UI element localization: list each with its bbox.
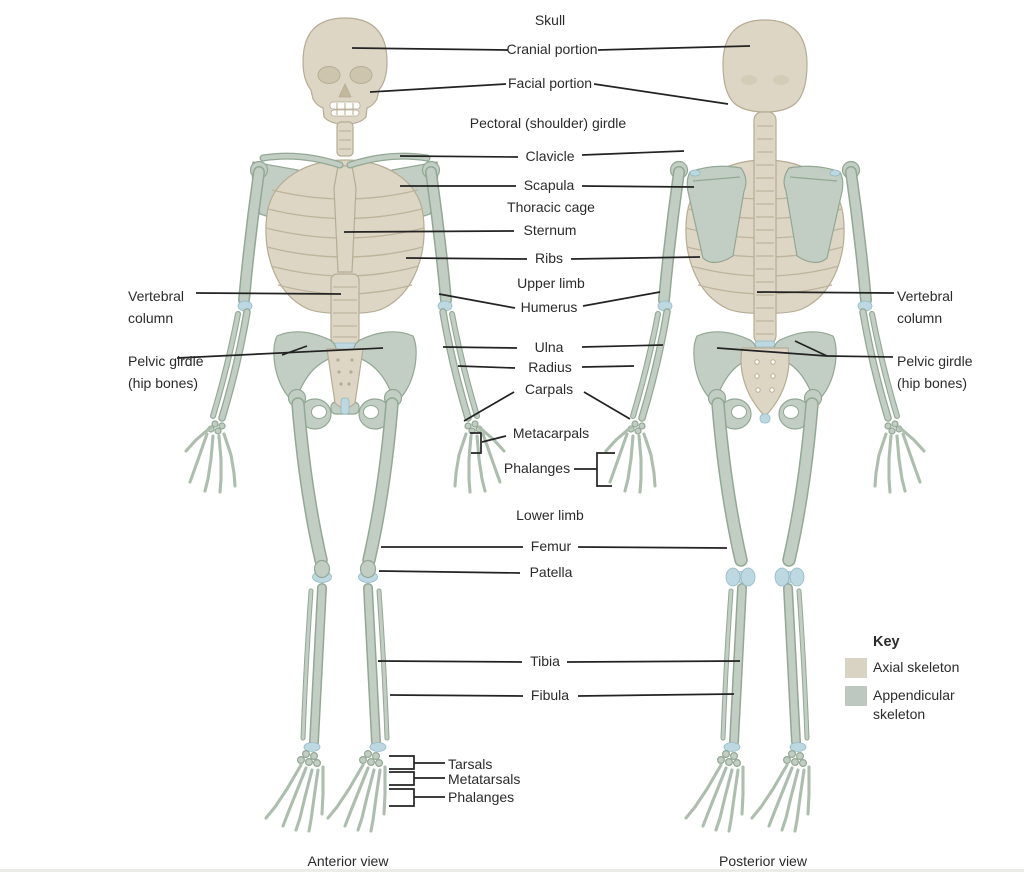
leader-lines bbox=[176, 45, 895, 807]
label-patella: Patella bbox=[529, 564, 573, 580]
label-carpals: Carpals bbox=[524, 381, 574, 397]
label-pelvic-girdle-right: Pelvic girdle (hip bones) bbox=[897, 353, 973, 391]
label-facial-portion: Facial portion bbox=[507, 75, 593, 91]
label-metacarpals: Metacarpals bbox=[512, 425, 590, 441]
anterior-skeleton bbox=[184, 17, 504, 833]
label-metatarsals: Metatarsals bbox=[448, 771, 521, 787]
caption-posterior-view: Posterior view bbox=[719, 853, 807, 869]
legend-item-axial: Axial skeleton bbox=[845, 658, 995, 678]
appendicular-color-swatch bbox=[845, 686, 867, 706]
label-tarsals: Tarsals bbox=[448, 756, 493, 772]
heading-pectoral-girdle: Pectoral (shoulder) girdle bbox=[469, 115, 627, 131]
label-ulna: Ulna bbox=[534, 339, 564, 355]
label-vertebral-column-right: Vertebral column bbox=[897, 288, 954, 326]
label-phalanges-hand: Phalanges bbox=[503, 460, 571, 476]
posterior-skeleton bbox=[606, 19, 924, 833]
legend-item-appendicular: Appendicular skeleton bbox=[845, 686, 995, 724]
heading-lower-limb: Lower limb bbox=[516, 507, 584, 523]
label-pelvic-girdle-left: Pelvic girdle (hip bones) bbox=[128, 353, 204, 391]
legend-item-label: Appendicular skeleton bbox=[873, 687, 955, 722]
legend-title: Key bbox=[873, 634, 900, 650]
heading-thoracic-cage: Thoracic cage bbox=[507, 199, 595, 215]
legend: Key Axial skeleton Appendicular skeleton bbox=[845, 634, 995, 724]
label-sternum: Sternum bbox=[523, 222, 577, 238]
caption-anterior-view: Anterior view bbox=[307, 853, 389, 869]
label-clavicle: Clavicle bbox=[525, 148, 575, 164]
label-radius: Radius bbox=[528, 359, 572, 375]
label-vertebral-column-left: Vertebral column bbox=[128, 288, 185, 326]
heading-upper-limb: Upper limb bbox=[517, 275, 585, 291]
label-fibula: Fibula bbox=[530, 687, 570, 703]
label-tibia: Tibia bbox=[530, 653, 560, 669]
label-ribs: Ribs bbox=[534, 250, 564, 266]
heading-skull: Skull bbox=[534, 12, 566, 28]
label-scapula: Scapula bbox=[523, 177, 575, 193]
label-phalanges-foot: Phalanges bbox=[448, 789, 515, 805]
label-cranial-portion: Cranial portion bbox=[506, 41, 598, 57]
label-humerus: Humerus bbox=[520, 299, 578, 315]
legend-item-label: Axial skeleton bbox=[873, 659, 960, 675]
label-femur: Femur bbox=[530, 538, 572, 554]
axial-color-swatch bbox=[845, 658, 867, 678]
